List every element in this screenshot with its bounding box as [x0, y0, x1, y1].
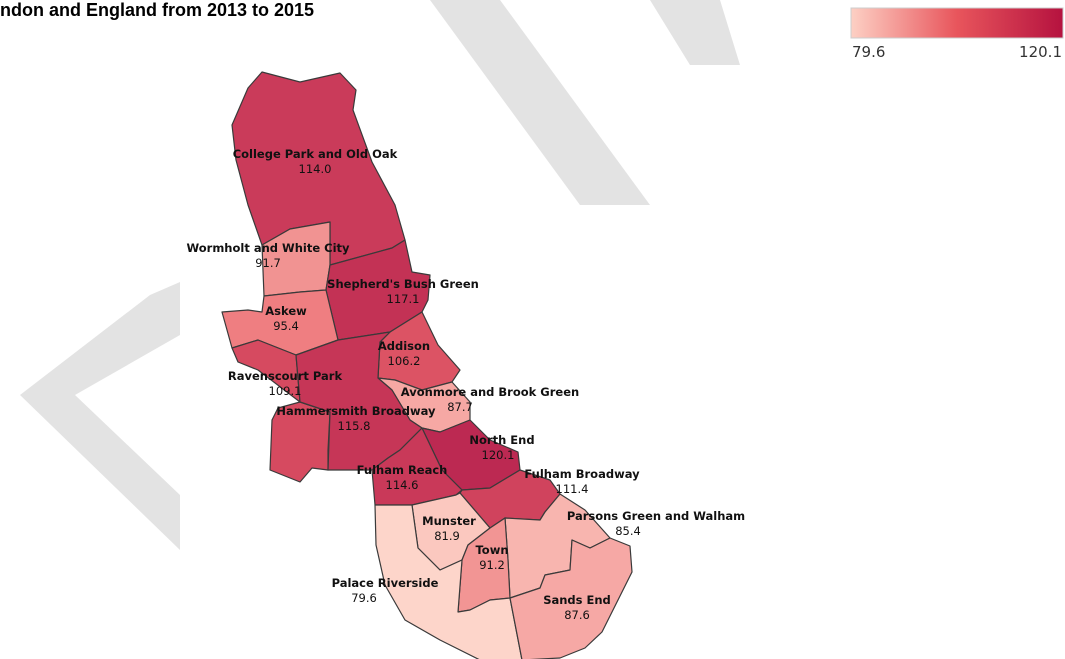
- ward-label-askew: Askew 95.4: [265, 304, 307, 333]
- legend-max-label: 120.1: [1019, 43, 1062, 61]
- ward-label-fulham-broadway: Fulham Broadway 111.4: [524, 467, 640, 496]
- ward-name-label: Wormholt and White City: [186, 241, 350, 255]
- ward-name-label: Sands End: [543, 593, 611, 607]
- ward-value-label: 81.9: [434, 529, 460, 543]
- ward-sands-end[interactable]: [509, 537, 633, 659]
- color-legend: 79.6 120.1: [850, 7, 1064, 61]
- ward-label-palace-riverside: Palace Riverside 79.6: [332, 576, 439, 605]
- ward-label-town: Town 91.2: [475, 543, 508, 572]
- ward-value-label: 109.1: [269, 384, 302, 398]
- ward-value-label: 115.8: [338, 419, 371, 433]
- ward-value-label: 111.4: [556, 482, 589, 496]
- ward-name-label: Fulham Broadway: [524, 467, 640, 481]
- ward-name-label: Town: [475, 543, 508, 557]
- ward-value-label: 87.6: [564, 608, 590, 622]
- ward-name-label: Askew: [265, 304, 307, 318]
- ward-label-sands-end: Sands End 87.6: [543, 593, 611, 622]
- ward-value-label: 91.7: [255, 256, 281, 270]
- watermark-shape-2: [650, 0, 740, 65]
- ward-label-addison: Addison 106.2: [378, 339, 430, 368]
- ward-name-label: Fulham Reach: [357, 463, 448, 477]
- ward-value-label: 120.1: [482, 448, 515, 462]
- ward-value-label: 95.4: [273, 319, 299, 333]
- ward-value-label: 85.4: [615, 524, 641, 538]
- ward-name-label: Hammersmith Broadway: [276, 404, 436, 418]
- legend-gradient-bar: [850, 7, 1064, 39]
- ward-label-fulham-reach: Fulham Reach 114.6: [357, 463, 448, 492]
- ward-label-wormholt-and-white-city: Wormholt and White City 91.7: [186, 241, 350, 270]
- ward-value-label: 87.7: [447, 400, 473, 414]
- ward-name-label: Avonmore and Brook Green: [401, 385, 579, 399]
- watermark-shape-3: [20, 282, 180, 550]
- ward-label-ravenscourt-park: Ravenscourt Park 109.1: [228, 369, 343, 398]
- ward-name-label: Munster: [422, 514, 476, 528]
- ward-label-avonmore-and-brook-green: Avonmore and Brook Green 87.7: [401, 385, 579, 414]
- ward-label-munster: Munster 81.9: [422, 514, 476, 543]
- ward-name-label: Shepherd's Bush Green: [327, 277, 479, 291]
- ward-value-label: 114.0: [299, 162, 332, 176]
- ward-value-label: 91.2: [479, 558, 505, 572]
- ward-label-north-end: North End 120.1: [469, 433, 534, 462]
- ward-value-label: 79.6: [351, 591, 377, 605]
- ward-value-label: 117.1: [387, 292, 420, 306]
- ward-value-label: 106.2: [388, 354, 421, 368]
- ward-label-college-park-and-old-oak: College Park and Old Oak 114.0: [233, 147, 398, 176]
- ward-name-label: College Park and Old Oak: [233, 147, 398, 161]
- ward-value-label: 114.6: [386, 478, 419, 492]
- ward-name-label: Addison: [378, 339, 430, 353]
- watermark-shape-1: [430, 0, 650, 205]
- ward-name-label: North End: [469, 433, 534, 447]
- ward-name-label: Parsons Green and Walham: [567, 509, 745, 523]
- ward-label-hammersmith-broadway: Hammersmith Broadway 115.8: [276, 404, 436, 433]
- ward-name-label: Palace Riverside: [332, 576, 439, 590]
- legend-min-label: 79.6: [852, 43, 885, 61]
- ward-name-label: Ravenscourt Park: [228, 369, 343, 383]
- map-title: ndon and England from 2013 to 2015: [0, 0, 315, 20]
- ward-label-shepherds-bush-green: Shepherd's Bush Green 117.1: [327, 277, 479, 306]
- ward-palace-riverside[interactable]: [374, 504, 523, 659]
- ward-label-parsons-green-and-walham: Parsons Green and Walham 85.4: [567, 509, 745, 538]
